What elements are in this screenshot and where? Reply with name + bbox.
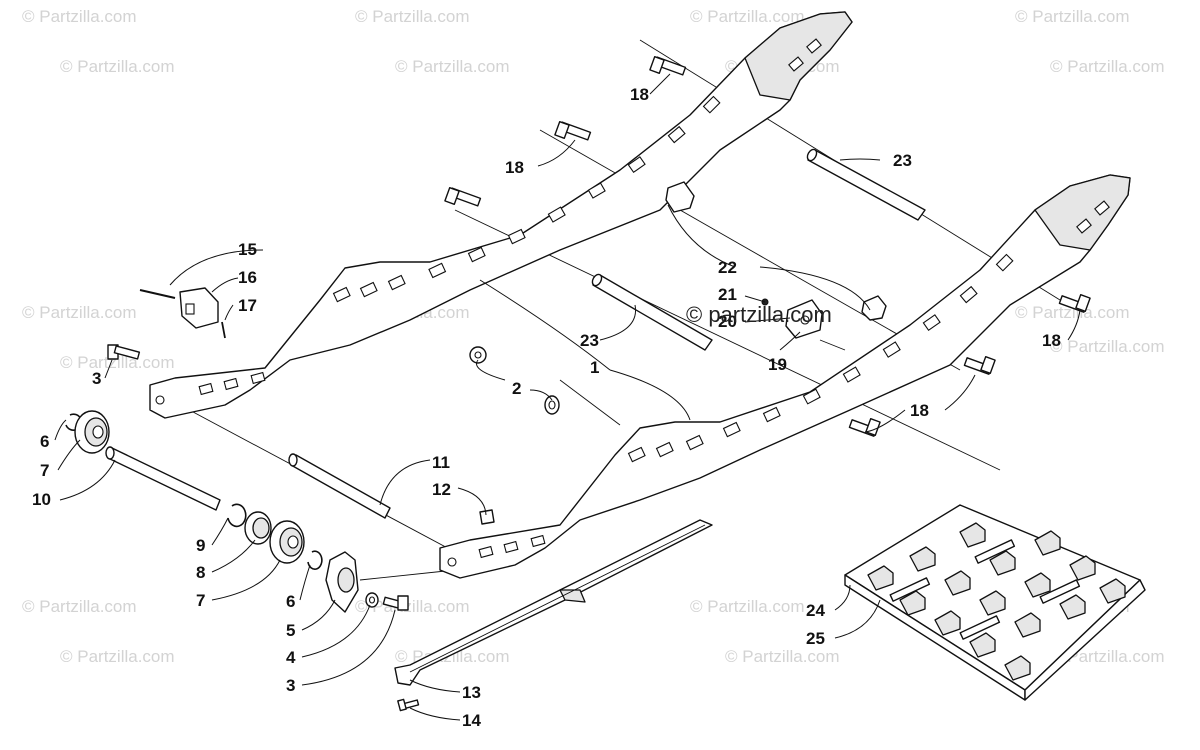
cross-shaft-lower	[591, 273, 713, 351]
callout-7: 7	[196, 591, 205, 610]
callout-7: 7	[40, 461, 49, 480]
callout-16: 16	[238, 268, 257, 287]
block-16	[179, 287, 219, 329]
watermark: © Partzilla.com	[22, 303, 137, 322]
bearing-7-b	[269, 520, 305, 564]
washer-4	[365, 592, 379, 608]
wheel-5	[325, 551, 359, 613]
track-clips	[889, 539, 1081, 640]
watermark: © Partzilla.com	[690, 7, 805, 26]
callout-23: 23	[580, 331, 599, 350]
bolt-3-b	[382, 595, 409, 611]
watermark: © Partzilla.com	[22, 597, 137, 616]
callout-18: 18	[630, 85, 649, 104]
callout-5: 5	[286, 621, 295, 640]
washer-2-b	[544, 395, 560, 415]
callout-15: 15	[238, 240, 257, 259]
callout-18: 18	[910, 401, 929, 420]
watermark: © Partzilla.com	[22, 7, 137, 26]
bolt-3-a	[107, 344, 141, 360]
watermark: © Partzilla.com	[395, 57, 510, 76]
callout-18: 18	[1042, 331, 1061, 350]
watermark: © Partzilla.com	[1050, 57, 1165, 76]
clip-12	[479, 509, 495, 525]
track-cleats	[867, 522, 1126, 681]
callout-21: 21	[718, 285, 737, 304]
callout-6: 6	[286, 592, 295, 611]
callout-25: 25	[806, 629, 825, 648]
bolt-18-d	[1058, 294, 1091, 313]
watermark: © Partzilla.com	[355, 7, 470, 26]
bushing-22-a	[665, 181, 695, 213]
bolt-18-c	[444, 187, 482, 207]
axle-10	[105, 446, 221, 511]
callout-1: 1	[590, 358, 599, 377]
bolt-18-e	[963, 356, 996, 375]
bolt-18-b	[554, 121, 592, 141]
screw-14	[397, 698, 420, 712]
callout-17: 17	[238, 296, 257, 315]
watermark: © Partzilla.com	[60, 647, 175, 666]
circlip-6-b	[307, 550, 323, 571]
bolt-18-a	[649, 56, 687, 76]
track-section	[844, 504, 1146, 701]
callout-24: 24	[806, 601, 825, 620]
callout-11: 11	[432, 453, 450, 472]
leader-lines	[54, 73, 1081, 721]
slide-13	[394, 519, 713, 686]
block-19	[761, 298, 846, 351]
bearing-8	[244, 511, 272, 545]
callout-19: 19	[768, 355, 787, 374]
watermark-layer: © Partzilla.com © Partzilla.com © Partzi…	[22, 7, 1165, 666]
watermark: © Partzilla.com	[1050, 337, 1165, 356]
watermark: © Partzilla.com	[690, 597, 805, 616]
callout-4: 4	[286, 648, 296, 667]
watermark-center: © partzilla.com	[686, 302, 832, 327]
callout-3: 3	[286, 676, 295, 695]
callout-18: 18	[505, 158, 524, 177]
pin-15	[139, 289, 176, 299]
callout-8: 8	[196, 563, 205, 582]
washer-2-a	[469, 346, 487, 364]
watermark: © Partzilla.com	[1015, 7, 1130, 26]
callout-20: 20	[718, 312, 737, 331]
callout-9: 9	[196, 536, 205, 555]
rail-left-slots	[198, 38, 822, 396]
circlip-9	[227, 503, 247, 528]
watermark: © Partzilla.com	[1015, 303, 1130, 322]
callout-2: 2	[512, 379, 521, 398]
callout-23: 23	[893, 151, 912, 170]
callout-3: 3	[92, 369, 101, 388]
callout-labels: 18 18 18 18 23 23 22 21 20 19 1 2 15 16 …	[32, 85, 1061, 730]
rail-left	[149, 11, 853, 419]
watermark: © Partzilla.com	[60, 57, 175, 76]
callout-12: 12	[432, 480, 451, 499]
bolt-18-f	[848, 418, 881, 437]
callout-22: 22	[718, 258, 737, 277]
rail-right	[439, 174, 1131, 579]
callout-14: 14	[462, 711, 481, 730]
cross-shaft-upper	[806, 148, 926, 221]
bearing-7-a	[74, 410, 110, 454]
clip-17	[221, 321, 226, 339]
callout-6: 6	[40, 432, 49, 451]
callout-13: 13	[462, 683, 481, 702]
rail-right-slots	[478, 200, 1110, 559]
callout-10: 10	[32, 490, 51, 509]
watermark: © Partzilla.com	[725, 647, 840, 666]
watermark: © Partzilla.com	[60, 353, 175, 372]
bushing-22-b	[861, 295, 887, 321]
axle-11	[288, 453, 391, 519]
